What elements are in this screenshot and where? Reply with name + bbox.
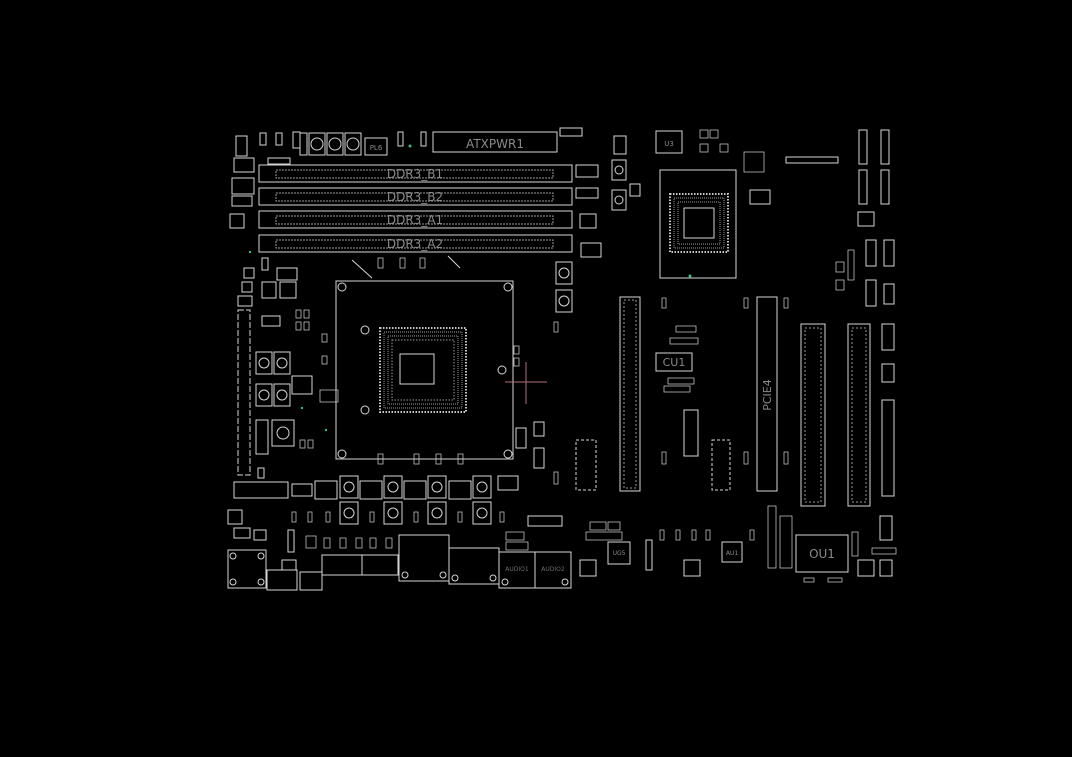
- ug5-label: UG5: [613, 550, 626, 557]
- small-pads: [291, 129, 897, 583]
- dimm-slots[interactable]: [258, 164, 602, 258]
- atx-power-connector[interactable]: [432, 131, 558, 153]
- dimm-a1-label: DDR3_A1: [387, 213, 443, 227]
- pcie-slot-right-2[interactable]: [847, 323, 871, 507]
- atx-power-label: ATXPWR1: [466, 137, 524, 151]
- u3-chip[interactable]: [655, 130, 683, 154]
- dimm-b2-label: DDR3_B2: [387, 190, 443, 204]
- dimm-a2-label: DDR3_A2: [387, 237, 443, 251]
- cu1-label: CU1: [663, 356, 686, 369]
- accent-dots: [248, 144, 692, 432]
- u3-label: U3: [664, 140, 674, 148]
- cu1-chip[interactable]: [655, 352, 693, 372]
- dimm-b1-label: DDR3_B1: [387, 167, 443, 181]
- pcie-slot-left[interactable]: [619, 296, 641, 492]
- au1-label: AU1: [726, 550, 738, 557]
- pcie-slot-right-1[interactable]: [800, 323, 826, 507]
- dimm-slot-a2[interactable]: [258, 234, 573, 253]
- ug5-chip[interactable]: [607, 541, 631, 565]
- audio2-label: AUDIO2: [541, 566, 565, 573]
- component-labels: DDR3_B1 DDR3_B2 DDR3_A1 DDR3_A2 ATXPWR1 …: [370, 137, 835, 573]
- pcie4-label: PCIE4: [761, 379, 774, 411]
- dimm-slot-b2[interactable]: [258, 187, 573, 206]
- au1-chip[interactable]: [721, 541, 743, 563]
- pl6-label: PL6: [370, 144, 383, 152]
- top-components[interactable]: [233, 127, 583, 173]
- dimm-slot-a1[interactable]: [258, 210, 573, 229]
- ou1-chip[interactable]: [795, 534, 849, 573]
- middle-components[interactable]: [575, 130, 683, 492]
- cpu-socket[interactable]: [335, 255, 514, 460]
- right-components[interactable]: [795, 129, 895, 577]
- center-components[interactable]: [655, 296, 778, 492]
- left-components[interactable]: [227, 177, 313, 525]
- pl6-part[interactable]: [364, 137, 388, 156]
- bottom-io[interactable]: [227, 515, 743, 591]
- audio1-label: AUDIO1: [505, 566, 529, 573]
- pcie4-slot[interactable]: [756, 296, 778, 492]
- crosshair-icon: [505, 362, 547, 404]
- audio-jack-2[interactable]: [534, 551, 572, 589]
- chipset[interactable]: [659, 156, 839, 279]
- vrm-components[interactable]: [314, 261, 573, 525]
- ou1-label: OU1: [809, 547, 835, 561]
- dimm-slot-b1[interactable]: [258, 164, 573, 183]
- bga-grid: [383, 197, 725, 409]
